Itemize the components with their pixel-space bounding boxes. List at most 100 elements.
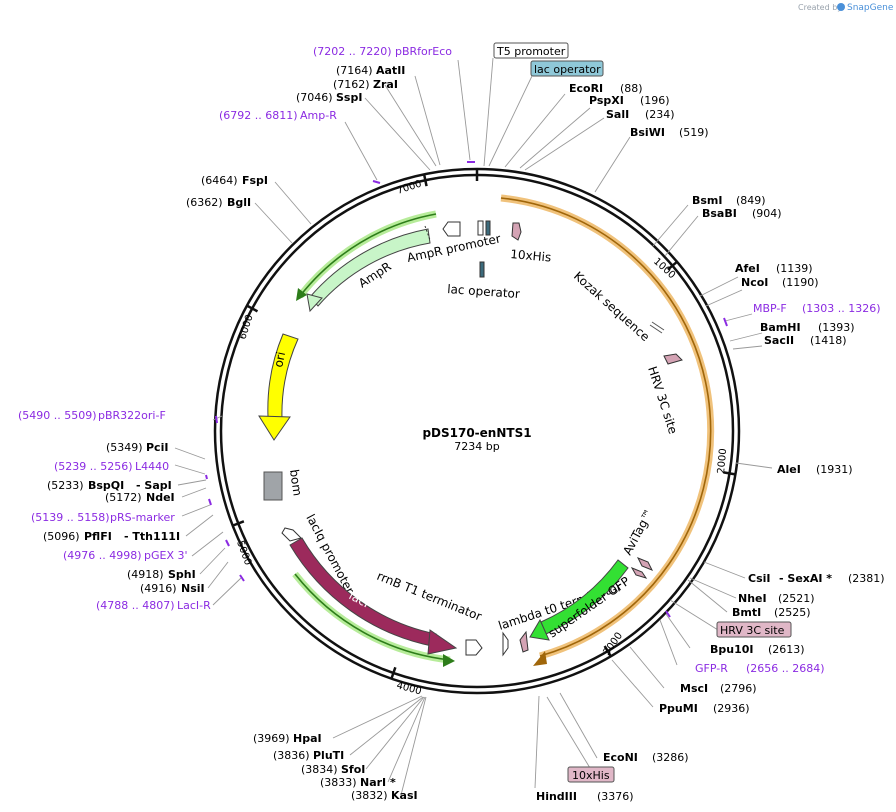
site-bspqi-sep: - SapI <box>136 479 172 492</box>
site-csii-pos: (2381) <box>848 572 885 585</box>
site-prsmarker-pos: (5139 .. 5158) <box>31 511 110 524</box>
orf-arc-orange-head <box>533 651 547 666</box>
site-aatii-pos: (7164) <box>336 64 373 77</box>
lac-operator-feature <box>479 261 485 278</box>
site-sacii-name: SacII <box>764 334 794 347</box>
hrv-box-label: HRV 3C site <box>720 624 785 637</box>
site-bgli-pos: (6362) <box>186 196 223 209</box>
site-bamhi-pos: (1393) <box>818 321 855 334</box>
sfgfp-feature-head <box>529 618 550 641</box>
tick-mark <box>667 260 678 271</box>
site-ecori-name: EcoRI <box>569 82 603 95</box>
site-bsmi-name: BsmI <box>692 194 723 207</box>
ampr-promoter-feature <box>442 221 461 237</box>
site-ndei-pos: (5172) <box>105 491 142 504</box>
tick-label-2000: 2000 <box>716 448 729 474</box>
site-bpu10i-name: Bpu10I <box>710 643 754 656</box>
site-ampr-primer-pos: (6792 .. 6811) <box>219 109 298 122</box>
t5-promoter-box <box>493 42 569 59</box>
site-ppumi-name: PpuMI <box>659 702 698 715</box>
watermark-brand: SnapGene <box>847 3 894 13</box>
site-hpai-pos: (3969) <box>253 732 290 745</box>
site-pspxi-name: PspXI <box>589 94 624 107</box>
site-ppumi-pos: (2936) <box>713 702 750 715</box>
site-pluti-pos: (3836) <box>273 749 310 762</box>
site-pflfi-pos: (5096) <box>43 530 80 543</box>
site-fspi-name: FspI <box>242 174 268 187</box>
kozak-mark-1 <box>649 324 663 334</box>
site-pcii-name: PciI <box>146 441 168 454</box>
site-gfpr-name: GFP-R <box>695 662 728 675</box>
site-bsmi-pos: (849) <box>736 194 766 207</box>
site-kasi-name: KasI <box>391 789 418 802</box>
tick-mark <box>603 645 612 657</box>
leader-lines <box>174 57 773 796</box>
site-bamhi-name: BamHI <box>760 321 801 334</box>
feature-label-kozak: Kozak sequence <box>571 269 652 344</box>
site-sali-name: SalI <box>606 108 629 121</box>
site-lacir-name: LacI-R <box>177 599 211 612</box>
site-afei-pos: (1139) <box>776 262 813 275</box>
feature-label-his: 10xHis <box>510 247 552 265</box>
tick-label-3000: 3000 <box>601 631 625 658</box>
site-msci-pos: (2796) <box>720 682 757 695</box>
site-sphi-name: SphI <box>168 568 196 581</box>
site-ecori-pos: (88) <box>620 82 643 95</box>
ori-feature <box>267 333 299 420</box>
site-sali-pos: (234) <box>645 108 675 121</box>
site-econi-pos: (3286) <box>652 751 689 764</box>
site-mbpf-pos: (1303 .. 1326) <box>802 302 881 315</box>
tick-mark <box>723 471 736 476</box>
site-pluti-name: PluTI <box>313 749 344 762</box>
orf-arc-ampr-head <box>296 288 307 301</box>
orf-arc-laci-line <box>294 573 451 661</box>
site-ncoi-pos: (1190) <box>782 276 819 289</box>
his-tag-feature <box>511 222 522 241</box>
site-bspqi-name: BspQI <box>88 479 124 492</box>
tick-mark <box>246 304 259 313</box>
site-alei-pos: (1931) <box>816 463 853 476</box>
his-box-label: 10xHis <box>572 769 610 782</box>
site-zrai-name: ZraI <box>373 78 398 91</box>
site-alei-name: AleI <box>777 463 801 476</box>
lac-operator-box-label: lac operator <box>534 63 601 76</box>
site-pbrforeco-pos: (7202 .. 7220) <box>313 45 392 58</box>
site-pflfi-name: PflFI <box>84 530 112 543</box>
tick-label-5000: 5000 <box>234 539 253 567</box>
avitag-feature-1 <box>636 557 654 571</box>
site-labels: (7202 .. 7220) pBRforEco (7164) AatII (7… <box>18 45 885 803</box>
ampr-dash <box>424 225 431 241</box>
site-pbrforeco-name: pBRforEco <box>395 45 452 58</box>
site-nari-pos: (3833) <box>320 776 357 789</box>
his-bottom-feature <box>519 630 529 653</box>
site-sacii-pos: (1418) <box>810 334 847 347</box>
site-bsiwi-pos: (519) <box>679 126 709 139</box>
site-sfoi-pos: (3834) <box>301 763 338 776</box>
site-fspi-pos: (6464) <box>201 174 238 187</box>
feature-label-bom: bom <box>287 468 305 496</box>
site-l4440-name: L4440 <box>135 460 169 473</box>
site-sspi-pos: (7046) <box>296 91 333 104</box>
site-pcii-pos: (5349) <box>106 441 143 454</box>
hrv-box <box>716 621 792 638</box>
feature-label-hrv: HRV 3C site <box>645 365 680 436</box>
feature-label-ori: ori <box>271 350 288 368</box>
site-kasi-pos: (3832) <box>351 789 388 802</box>
site-bsiwi-name: BsiWI <box>630 126 665 139</box>
ampr-feature <box>309 228 431 307</box>
snapgene-logo-icon <box>837 3 845 11</box>
tick-mark <box>422 174 428 187</box>
site-hindiii-pos: (3376) <box>597 790 634 803</box>
site-aatii-name: AatII <box>376 64 405 77</box>
site-msci-name: MscI <box>680 682 708 695</box>
site-hindiii-name: HindIII <box>536 790 577 803</box>
hrv-feature <box>663 353 683 365</box>
site-bmti-pos: (2525) <box>774 606 811 619</box>
site-sphi-pos: (4918) <box>127 568 164 581</box>
small-feature-1 <box>477 220 484 236</box>
orf-arc-ampr-line <box>299 213 437 297</box>
rrnb-feature <box>465 639 483 656</box>
ampr-feature-head <box>306 293 323 313</box>
lambda-feature <box>502 631 509 657</box>
site-bmti-name: BmtI <box>732 606 761 619</box>
